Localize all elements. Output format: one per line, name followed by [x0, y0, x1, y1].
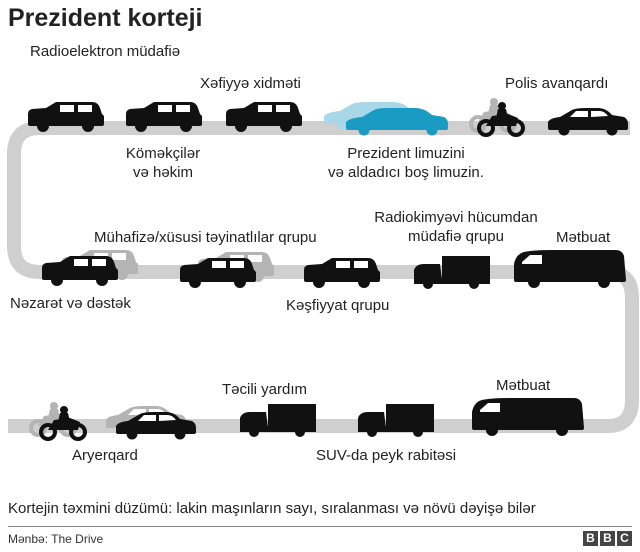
- bbc-logo-letter: C: [617, 531, 632, 546]
- label-hazmat-line1: Radiokimyəvi hücumdan: [374, 209, 538, 226]
- label-radioelectronic-defense: Radioelektron müdafiə: [30, 43, 181, 60]
- bbc-logo-letter: B: [600, 531, 615, 546]
- label-presidential-limo: Prezident limuzini və aldadıcı boş limuz…: [296, 144, 516, 182]
- label-control-support: Nəzarət və dəstək: [10, 295, 131, 312]
- press-van-1: [514, 250, 626, 288]
- bbc-logo: B B C: [583, 531, 632, 546]
- protection-special-forces-suv: [180, 258, 256, 288]
- page-title: Prezident korteji: [8, 4, 203, 32]
- footnote: Kortejin təxmini düzümü: lakin maşınları…: [8, 500, 536, 517]
- label-press-2: Mətbuat: [496, 377, 551, 394]
- bbc-logo-letter: B: [583, 531, 598, 546]
- label-reconnaissance: Kəşfiyyat qrupu: [286, 297, 390, 314]
- label-aides-line1: Köməkçilər: [125, 145, 201, 162]
- label-aides-line2: və həkim: [132, 164, 194, 181]
- label-rearguard: Aryerqard: [72, 447, 138, 464]
- label-satellite-comms: SUV-da peyk rabitəsi: [316, 447, 457, 464]
- label-secret-service: Xəfiyyə xidməti: [200, 75, 301, 92]
- control-support-suv: [42, 256, 118, 286]
- label-aides-doctor: Köməkçilər və həkim: [108, 144, 218, 182]
- label-hazmat-defense: Radiokimyəvi hücumdan müdafiə qrupu: [356, 208, 556, 246]
- reconnaissance-suv: [304, 258, 380, 288]
- source-credit: Mənbə: The Drive: [8, 532, 104, 546]
- hazmat-defense-truck: [414, 256, 490, 289]
- label-protection-special-forces: Mühafizə/xüsusi təyinatlılar qrupu: [94, 229, 317, 246]
- label-ambulance: Təcili yardım: [222, 381, 308, 398]
- label-hazmat-line2: müdafiə qrupu: [408, 228, 504, 245]
- label-police-vanguard: Polis avanqardı: [505, 75, 609, 92]
- label-press-1: Mətbuat: [556, 229, 611, 246]
- divider: [8, 526, 632, 527]
- label-limo-line1: Prezident limuzini: [347, 145, 465, 162]
- label-limo-line2: və aldadıcı boş limuzin.: [328, 164, 484, 181]
